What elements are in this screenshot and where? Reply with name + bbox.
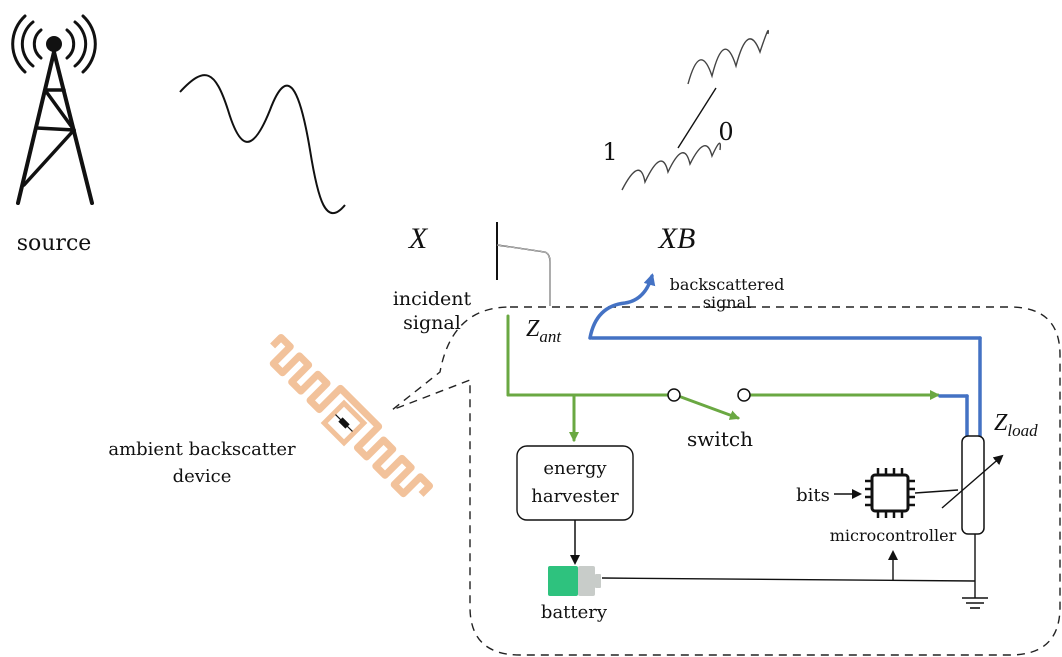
battery-label: battery [541,602,608,623]
bits-label: bits [796,485,830,506]
green-circuit [506,314,940,442]
battery-icon [548,566,601,596]
device-label-line1: ambient backscatter [108,439,296,460]
switch-contact-right [737,388,751,402]
antenna-icon [496,222,551,306]
device-label-line2: device [173,466,232,487]
backscatter-wave-one [621,142,722,191]
bit-one-label: 1 [602,138,617,166]
device-callout-outline [391,306,1061,656]
backscatter-wave-zero [687,29,770,85]
backscattered-label-line2: signal [703,293,752,312]
load-resistor [961,435,985,535]
load-variable-arrow [941,454,1004,509]
ground-icon [962,597,988,609]
chip-to-load-line [914,489,959,494]
microcontroller-label: microcontroller [830,526,957,545]
rfid-tag-icon [269,333,434,498]
z-ant-label: Zant [526,316,562,346]
x-label: X [408,222,429,255]
supply-line [601,534,976,598]
xb-label: XB [658,222,696,255]
switch-contact-left [667,388,681,402]
radio-tower-icon [11,14,97,205]
microcontroller-chip-icon [865,468,915,518]
bit-zero-label: 0 [718,118,733,146]
incident-wave [179,74,346,215]
switch-label: switch [687,427,753,451]
z-load-label: Zload [994,410,1038,440]
blue-circuit [588,273,982,438]
source-label: source [17,231,92,256]
energy-harvester-line2: harvester [531,486,619,507]
incident-label-line2: signal [403,312,461,334]
incident-label-line1: incident [393,288,472,310]
energy-harvester-line1: energy [543,458,607,479]
backscatter-link [677,87,717,149]
backscattered-label-line1: backscattered [670,275,785,294]
